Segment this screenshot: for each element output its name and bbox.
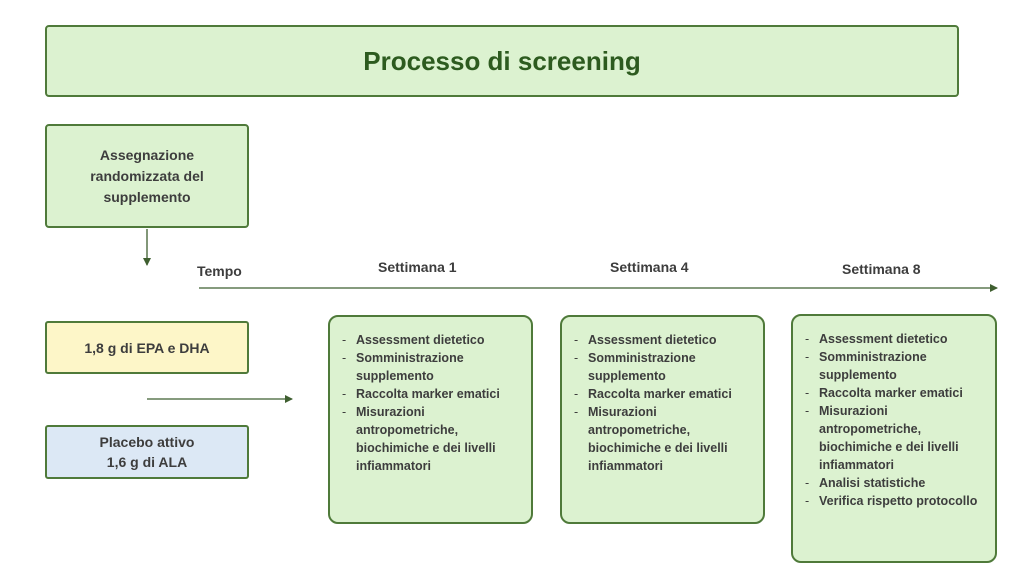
list-item: Misurazioni antropometriche, biochimiche… (572, 403, 753, 475)
placebo-group-box: Placebo attivo 1,6 g di ALA (45, 425, 249, 479)
list-item: Raccolta marker ematici (572, 385, 753, 403)
week-1-label: Settimana 1 (378, 259, 457, 275)
list-item: Misurazioni antropometriche, biochimiche… (340, 403, 521, 475)
list-item: Misurazioni antropometriche, biochimiche… (803, 402, 985, 474)
list-item: Somministrazione supplemento (340, 349, 521, 385)
week-4-list: Assessment dietetico Somministrazione su… (572, 331, 753, 475)
week-4-box: Assessment dietetico Somministrazione su… (560, 315, 765, 524)
assignment-text: Assegnazione randomizzata del supplement… (90, 146, 204, 205)
list-item: Raccolta marker ematici (803, 384, 985, 402)
time-axis-label: Tempo (197, 263, 242, 279)
active-group-box: 1,8 g di EPA e DHA (45, 321, 249, 374)
assignment-box: Assegnazione randomizzata del supplement… (45, 124, 249, 228)
list-item: Somministrazione supplemento (803, 348, 985, 384)
week-8-label: Settimana 8 (842, 261, 921, 277)
list-item: Assessment dietetico (340, 331, 521, 349)
list-item: Analisi statistiche (803, 474, 985, 492)
page-title: Processo di screening (45, 25, 959, 97)
week-8-list: Assessment dietetico Somministrazione su… (803, 330, 985, 510)
list-item: Verifica rispetto protocollo (803, 492, 985, 510)
list-item: Assessment dietetico (572, 331, 753, 349)
week-4-label: Settimana 4 (610, 259, 689, 275)
week-1-box: Assessment dietetico Somministrazione su… (328, 315, 533, 524)
placebo-line-2: 1,6 g di ALA (106, 454, 188, 470)
week-1-list: Assessment dietetico Somministrazione su… (340, 331, 521, 475)
list-item: Assessment dietetico (803, 330, 985, 348)
list-item: Somministrazione supplemento (572, 349, 753, 385)
placebo-line-1: Placebo attivo (99, 434, 195, 450)
list-item: Raccolta marker ematici (340, 385, 521, 403)
week-8-box: Assessment dietetico Somministrazione su… (791, 314, 997, 563)
